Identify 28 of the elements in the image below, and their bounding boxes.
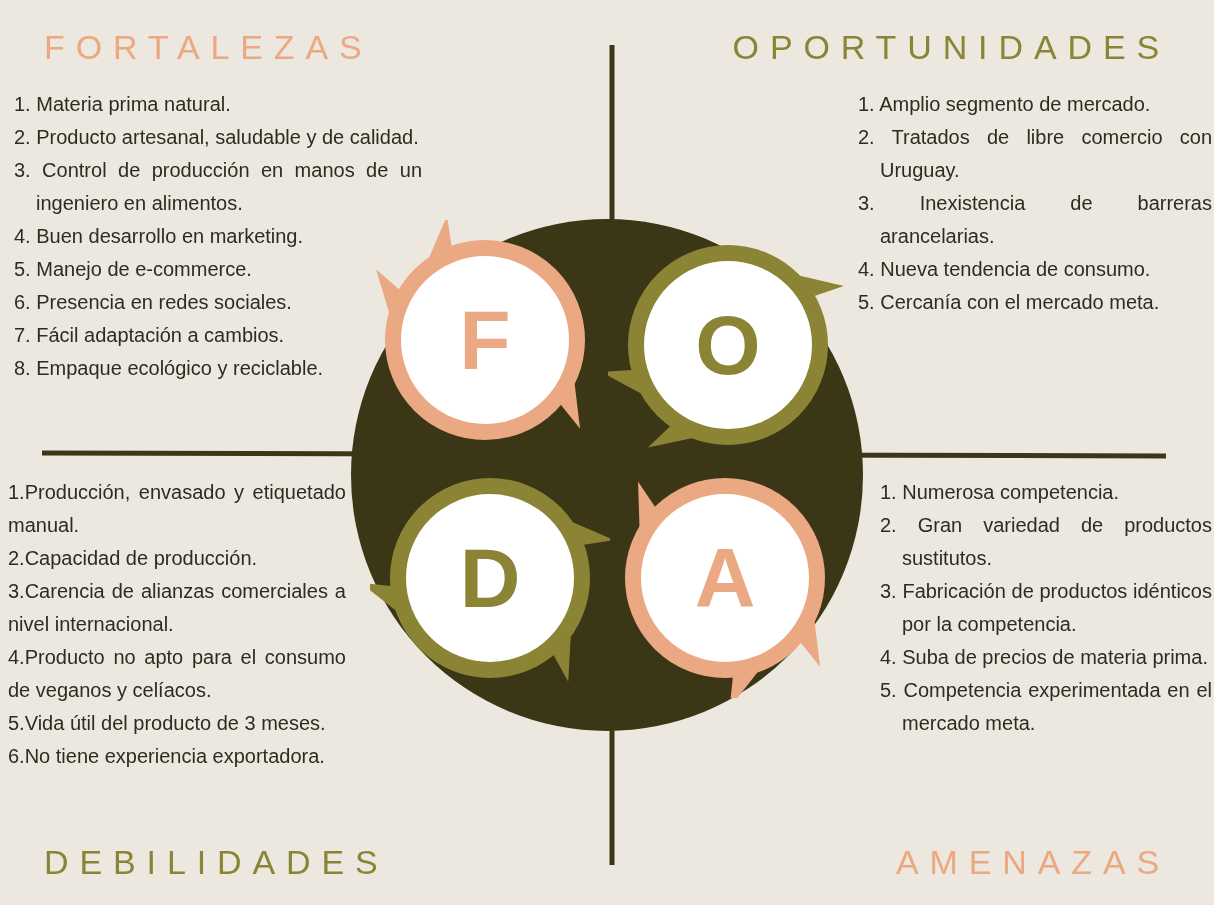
list-item: 4. Suba de precios de materia prima.	[880, 645, 1209, 670]
list-item: 4. Buen desarrollo en marketing.	[14, 224, 305, 249]
list-item: 3. Control de producción en manos de un ingeniero en alimentos.	[14, 158, 422, 216]
list-item: 2.Capacidad de producción.	[8, 546, 259, 571]
list-item: 1. Amplio segmento de mercado.	[858, 92, 1152, 117]
list-item: 2. Tratados de libre comercio con Uruguay.	[858, 125, 1212, 183]
quadrant-heading: AMENAZAS	[895, 845, 1170, 879]
list-item: 3.Carencia de alianzas comerciales a nivel internacional.	[8, 579, 346, 637]
list-item: 6.No tiene experiencia exportadora.	[8, 744, 326, 769]
list-item: 3. Inexistencia de barreras arancelarias.	[858, 191, 1212, 249]
list-item: 8. Empaque ecológico y reciclable.	[14, 356, 325, 381]
list-item: 5. Manejo de e-commerce.	[14, 257, 253, 282]
list-item: 5. Competencia experimentada en el mercado meta.	[880, 678, 1212, 736]
list-item: 1.Producción, envasado y etiquetado manual.	[8, 480, 346, 538]
list-item: 5.Vida útil del producto de 3 meses.	[8, 711, 327, 736]
quadrant-heading: DEBILIDADES	[44, 845, 389, 879]
quadrant-heading: OPORTUNIDADES	[732, 30, 1170, 64]
list-item: 6. Presencia en redes sociales.	[14, 290, 293, 315]
list-item: 4.Producto no apto para el consumo de veganos y celíacos.	[8, 645, 346, 703]
list-item: 5. Cercanía con el mercado meta.	[858, 290, 1161, 315]
list-item: 2. Gran variedad de productos sustitutos.	[880, 513, 1212, 571]
list-item: 1. Materia prima natural.	[14, 92, 232, 117]
quadrant-heading: FORTALEZAS	[44, 30, 373, 64]
list-item: 3. Fabricación de productos idénticos por la competencia.	[880, 579, 1212, 637]
list-item: 1. Numerosa competencia.	[880, 480, 1120, 505]
list-item: 4. Nueva tendencia de consumo.	[858, 257, 1152, 282]
list-item: 2. Producto artesanal, saludable y de calidad.	[14, 125, 420, 150]
list-item: 7. Fácil adaptación a cambios.	[14, 323, 286, 348]
